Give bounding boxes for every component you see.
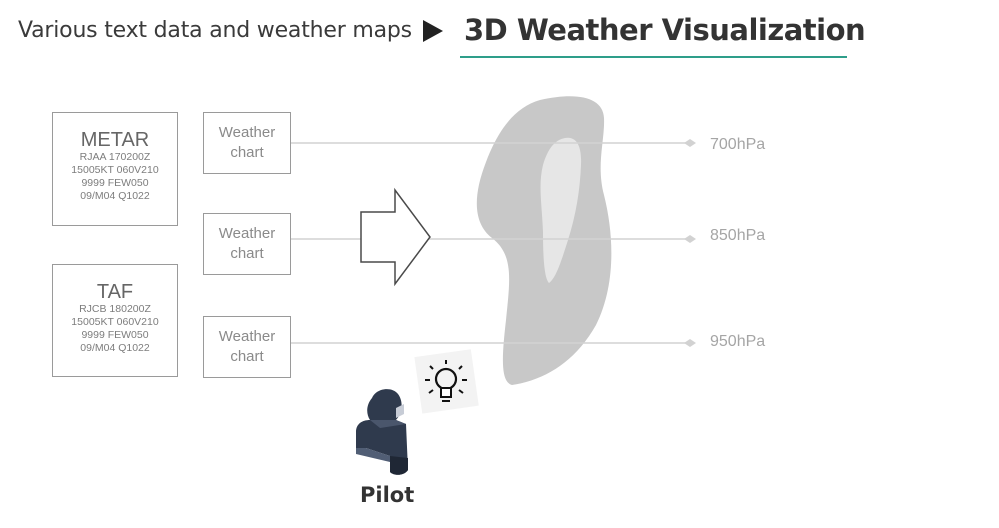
level-label-850: 850hPa [710,227,766,244]
weather-chart-box: Weather chart [203,213,291,275]
weather-chart-label: chart [230,245,264,262]
cloud-volume-inner [540,137,582,283]
weather-chart-label: chart [230,144,264,161]
play-arrow-icon [423,20,443,42]
weather-chart-box: Weather chart [203,316,291,378]
level-label-700: 700hPa [710,136,766,153]
taf-title: TAF [96,281,134,303]
page-title: 3D Weather Visualization [464,13,866,47]
weather-chart-label: Weather [218,328,276,345]
metar-line: 09/M04 Q1022 [80,190,150,202]
metar-report: METAR RJAA 170200Z 15005KT 060V210 9999 … [52,112,178,226]
weather-chart-label: Weather [218,124,276,141]
metar-line: 15005KT 060V210 [71,164,159,176]
lightbulb-icon [414,349,479,414]
title-underline [460,56,847,58]
level-marker-700 [684,139,696,147]
taf-line: RJCB 180200Z [79,303,151,315]
metar-line: RJAA 170200Z [79,151,151,163]
level-marker-950 [684,339,696,347]
taf-line: 9999 FEW050 [81,329,149,341]
weather-chart-box: Weather chart [203,112,291,174]
taf-line: 09/M04 Q1022 [80,342,150,354]
taf-line: 15005KT 060V210 [71,316,159,328]
metar-title: METAR [80,129,150,151]
pilot-label: Pilot [360,483,415,507]
metar-line: 9999 FEW050 [81,177,149,189]
weather-chart-label: chart [230,348,264,365]
level-marker-850 [684,235,696,243]
taf-report: TAF RJCB 180200Z 15005KT 060V210 9999 FE… [52,264,178,377]
right-arrow-icon [360,187,431,287]
pilot-icon [356,389,408,475]
level-label-950: 950hPa [710,333,766,350]
source-data-label: Various text data and weather maps [18,18,412,43]
weather-chart-label: Weather [218,225,276,242]
